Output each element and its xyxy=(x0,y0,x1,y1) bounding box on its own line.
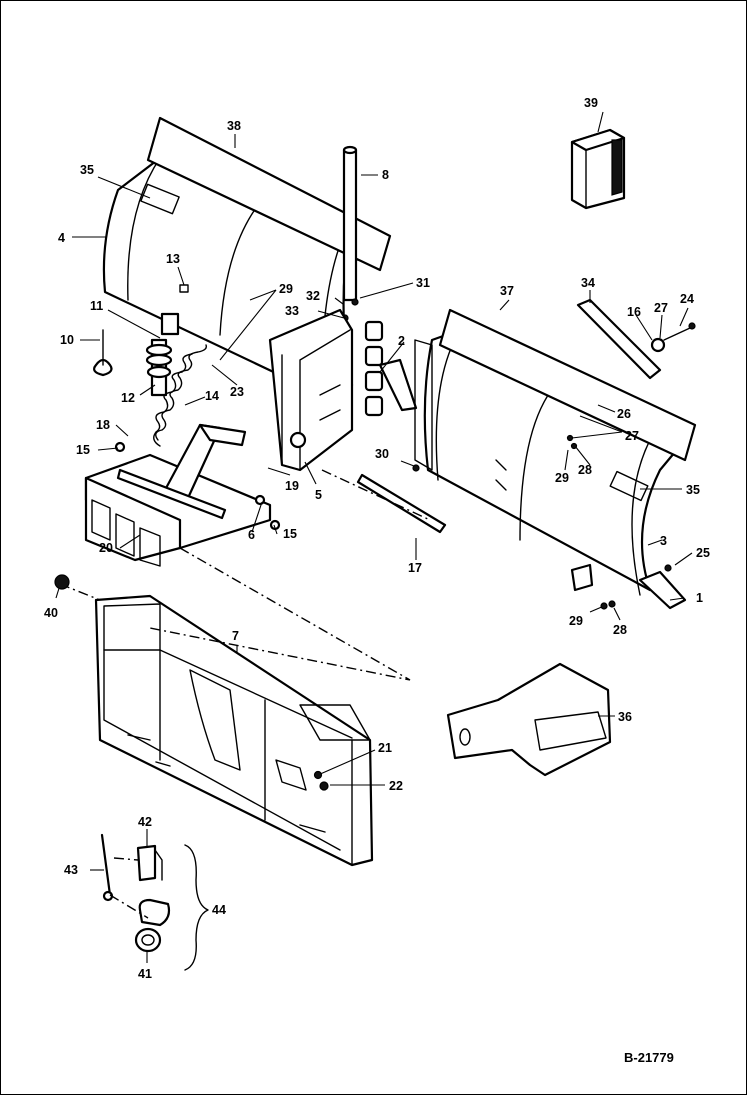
callout-27-top: 27 xyxy=(654,301,668,315)
callout-7: 7 xyxy=(232,629,239,643)
callout-labels: 38 35 4 8 13 29 32 31 33 11 10 2 23 12 1… xyxy=(44,96,710,1065)
blade-edge-1 xyxy=(638,570,687,610)
blade-mount-frame xyxy=(84,423,281,567)
callout-4: 4 xyxy=(58,231,65,245)
callout-29-low: 29 xyxy=(569,614,583,628)
hardware-dots xyxy=(54,322,696,791)
callout-14: 14 xyxy=(205,389,219,403)
callout-31: 31 xyxy=(416,276,430,290)
callout-38: 38 xyxy=(227,119,241,133)
callout-8: 8 xyxy=(382,168,389,182)
long-pin xyxy=(356,464,447,534)
callout-20: 20 xyxy=(99,541,113,555)
callout-37: 37 xyxy=(500,284,514,298)
callout-36: 36 xyxy=(618,710,632,724)
callout-43: 43 xyxy=(64,863,78,877)
callout-29-mid: 29 xyxy=(555,471,569,485)
washer-16 xyxy=(650,337,666,353)
callout-17: 17 xyxy=(408,561,422,575)
callout-34: 34 xyxy=(581,276,595,290)
callout-24: 24 xyxy=(680,292,694,306)
callout-33: 33 xyxy=(285,304,299,318)
callout-6: 6 xyxy=(248,528,255,542)
bracket-plate-36 xyxy=(446,662,612,777)
callout-29-top: 29 xyxy=(279,282,293,296)
right-blade-cutting-edge xyxy=(438,308,697,462)
callout-21: 21 xyxy=(378,741,392,755)
callout-2: 2 xyxy=(398,334,405,348)
left-blade-decal xyxy=(140,183,180,215)
left-blade-cutting-edge xyxy=(146,116,392,272)
figure-number: B-21779 xyxy=(624,1050,674,1065)
right-blade-assembly xyxy=(414,308,697,596)
callout-12: 12 xyxy=(121,391,135,405)
callout-13: 13 xyxy=(166,252,180,266)
callout-3: 3 xyxy=(660,534,667,548)
callout-15-right: 15 xyxy=(283,527,297,541)
center-pivot-frame xyxy=(268,308,354,472)
bracket-2 xyxy=(378,358,418,412)
spacer-stack xyxy=(341,298,384,417)
callout-35-right: 35 xyxy=(686,483,700,497)
callout-10: 10 xyxy=(60,333,74,347)
callout-44: 44 xyxy=(212,903,226,917)
frame-outer xyxy=(94,594,374,867)
pivot-post xyxy=(342,145,358,302)
callout-18: 18 xyxy=(96,418,110,432)
box-39 xyxy=(570,128,626,210)
callout-26: 26 xyxy=(617,407,631,421)
callout-32: 32 xyxy=(306,289,320,303)
callout-5: 5 xyxy=(315,488,322,502)
centerline-3 xyxy=(321,469,431,521)
callout-40: 40 xyxy=(44,606,58,620)
callout-41: 41 xyxy=(138,967,152,981)
spring xyxy=(153,344,208,447)
callout-25: 25 xyxy=(696,546,710,560)
leader-lines xyxy=(55,111,693,963)
callout-30: 30 xyxy=(375,447,389,461)
callout-19: 19 xyxy=(285,479,299,493)
left-blade-rib-1 xyxy=(127,157,161,301)
attachment-frame xyxy=(94,594,374,867)
callout-28-mid: 28 xyxy=(578,463,592,477)
callout-42: 42 xyxy=(138,815,152,829)
pin-assembly xyxy=(100,833,209,971)
callout-11: 11 xyxy=(90,299,103,313)
callout-1: 1 xyxy=(696,591,703,605)
callout-27-mid: 27 xyxy=(625,429,639,443)
callout-28-low: 28 xyxy=(613,623,627,637)
skid-plate-34 xyxy=(576,298,662,380)
callout-23: 23 xyxy=(230,385,244,399)
callout-16: 16 xyxy=(627,305,641,319)
callout-15-left: 15 xyxy=(76,443,90,457)
callout-39: 39 xyxy=(584,96,598,110)
callout-35-left: 35 xyxy=(80,163,94,177)
callout-22: 22 xyxy=(389,779,403,793)
cushion-spring-assembly xyxy=(93,284,189,397)
